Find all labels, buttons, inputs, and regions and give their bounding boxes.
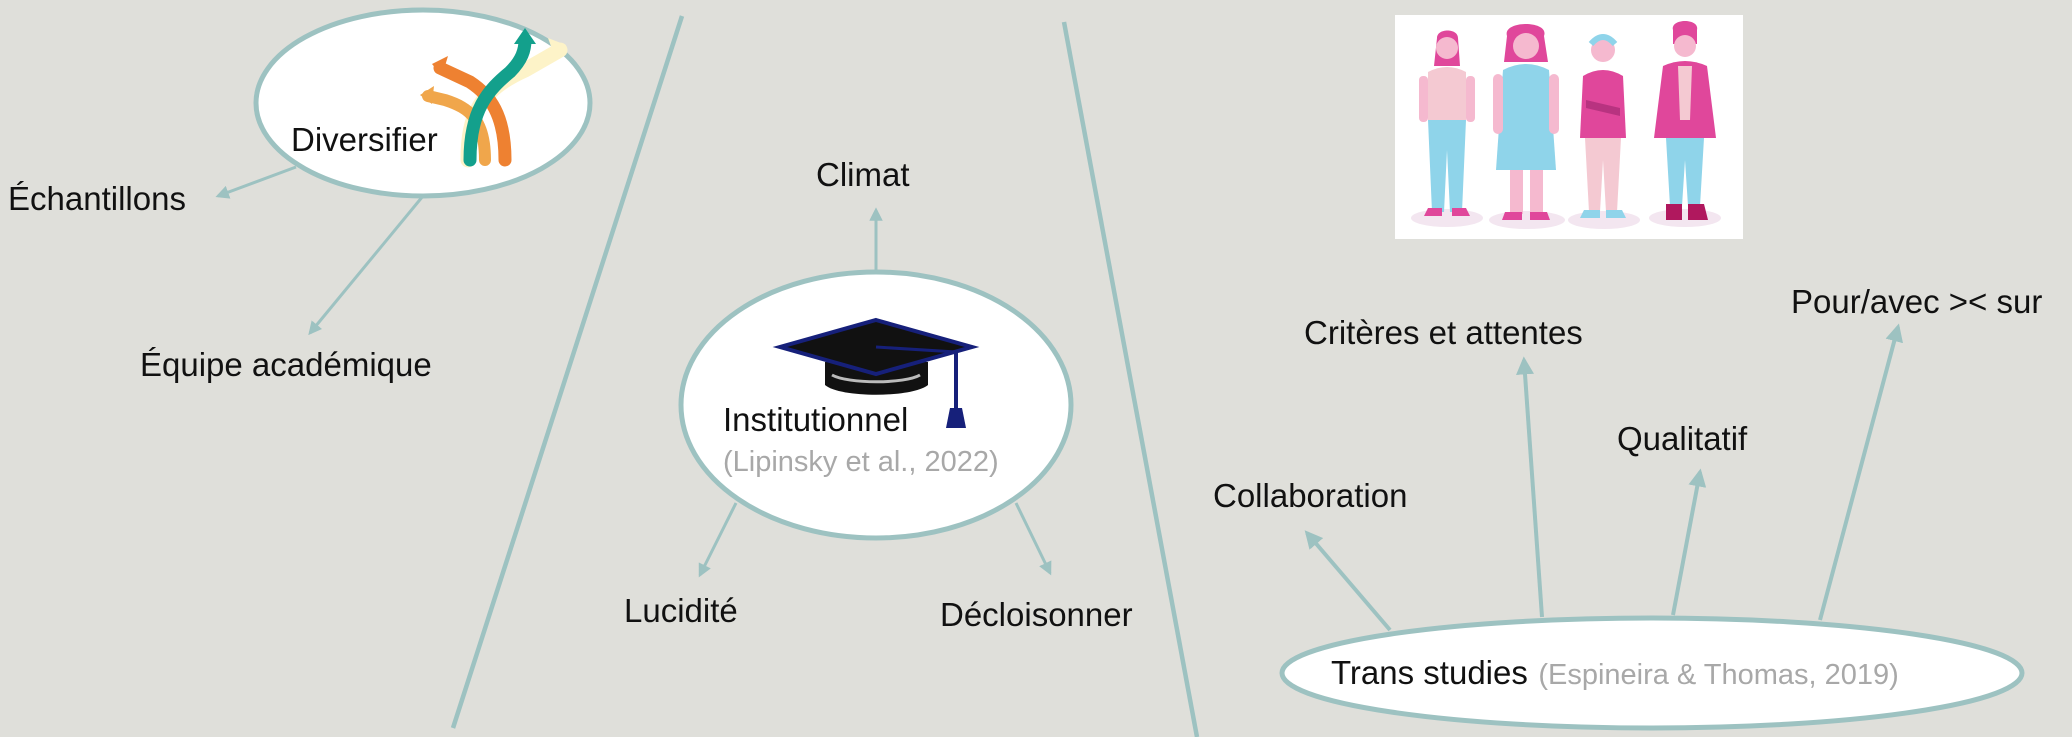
branch-climat: Climat [816, 156, 910, 193]
bubble-trans-studies [1279, 615, 2025, 731]
arrow-pour-avec [1818, 323, 1903, 621]
arrow-equipe [308, 195, 425, 336]
institutionnel-citation: (Lipinsky et al., 2022) [723, 446, 999, 478]
arrow-collaboration [1304, 530, 1392, 632]
trans-studies-citation: (Espineira & Thomas, 2019) [1538, 659, 1899, 691]
bubble-institutionnel [678, 269, 1074, 541]
arrow-criteres [1516, 356, 1544, 618]
branch-equipe-academique: Équipe académique [140, 346, 432, 383]
arrow-decloisonner [1014, 502, 1052, 576]
group-of-people-illustration [1395, 15, 1743, 239]
arrow-lucidite [698, 502, 738, 578]
branch-collaboration: Collaboration [1213, 477, 1408, 514]
divider-right [1061, 21, 1200, 737]
divider-left [450, 15, 685, 729]
institutionnel-label: Institutionnel [723, 401, 909, 438]
graduation-cap-icon [772, 317, 980, 428]
arrow-qualitatif [1671, 468, 1707, 616]
branch-qualitatif: Qualitatif [1617, 420, 1748, 457]
arrow-echantillons [215, 165, 297, 199]
branch-echantillons: Échantillons [8, 180, 186, 217]
branch-criteres-attentes: Critères et attentes [1304, 314, 1583, 351]
bubble-diversifier [253, 7, 593, 199]
branch-decloisonner: Décloisonner [940, 596, 1133, 633]
trans-studies-title: Trans studies [1331, 654, 1528, 691]
branch-lucidite: Lucidité [624, 592, 738, 629]
branch-pour-avec-sur: Pour/avec >< sur [1791, 283, 2043, 320]
trans-studies-label: Trans studies (Espineira & Thomas, 2019) [1331, 656, 1899, 690]
diverging-arrows-icon [420, 28, 568, 168]
diversifier-label: Diversifier [291, 121, 438, 158]
